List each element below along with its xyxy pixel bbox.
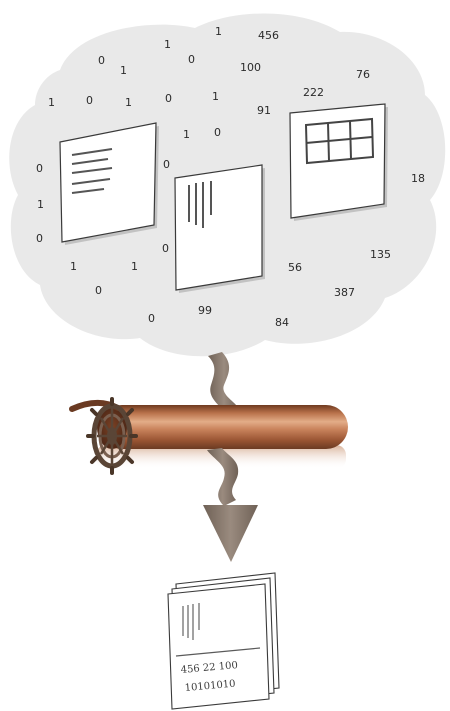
cloud-number: 18 [411,172,425,185]
cloud-number: 0 [214,126,221,139]
cloud-number: 0 [188,53,195,66]
output-documents: 456 22 100 10101010 [168,573,279,709]
cloud-number: 1 [131,260,138,273]
cloud-number: 0 [86,94,93,107]
cloud-number: 1 [183,128,190,141]
cloud-number: 1 [70,260,77,273]
cloud-number: 0 [148,312,155,325]
cloud-number: 0 [36,232,43,245]
cloud-number: 91 [257,104,271,117]
cloud-number: 1 [48,96,55,109]
cloud-number: 1 [215,25,222,38]
cloud-number: 84 [275,316,289,329]
cloud-number: 99 [198,304,212,317]
document-columns-page [175,165,262,290]
document-lines [60,123,159,245]
pipe-body [100,405,348,449]
cloud-number: 0 [163,158,170,171]
cloud-number: 0 [165,92,172,105]
input-arrow-stem [208,352,240,414]
cloud-number: 0 [95,284,102,297]
document-table [290,104,388,221]
arrow-head-icon [203,505,258,562]
cloud-number: 456 [258,29,279,42]
cloud-number: 76 [356,68,370,81]
cloud-number: 0 [98,54,105,67]
cloud-number: 1 [212,90,219,103]
cloud-number: 0 [36,162,43,175]
cloud-number: 387 [334,286,355,299]
cloud-number: 0 [162,242,169,255]
document-columns [175,165,265,293]
document-lines-page [60,123,156,242]
input-arrow [208,352,240,414]
cloud-number: 1 [37,198,44,211]
cloud-number: 1 [120,64,127,77]
cloud-number: 1 [125,96,132,109]
cloud-number: 135 [370,248,391,261]
cloud-number: 222 [303,86,324,99]
cloud-number: 100 [240,61,261,74]
cloud-number: 56 [288,261,302,274]
cloud-number: 1 [164,38,171,51]
